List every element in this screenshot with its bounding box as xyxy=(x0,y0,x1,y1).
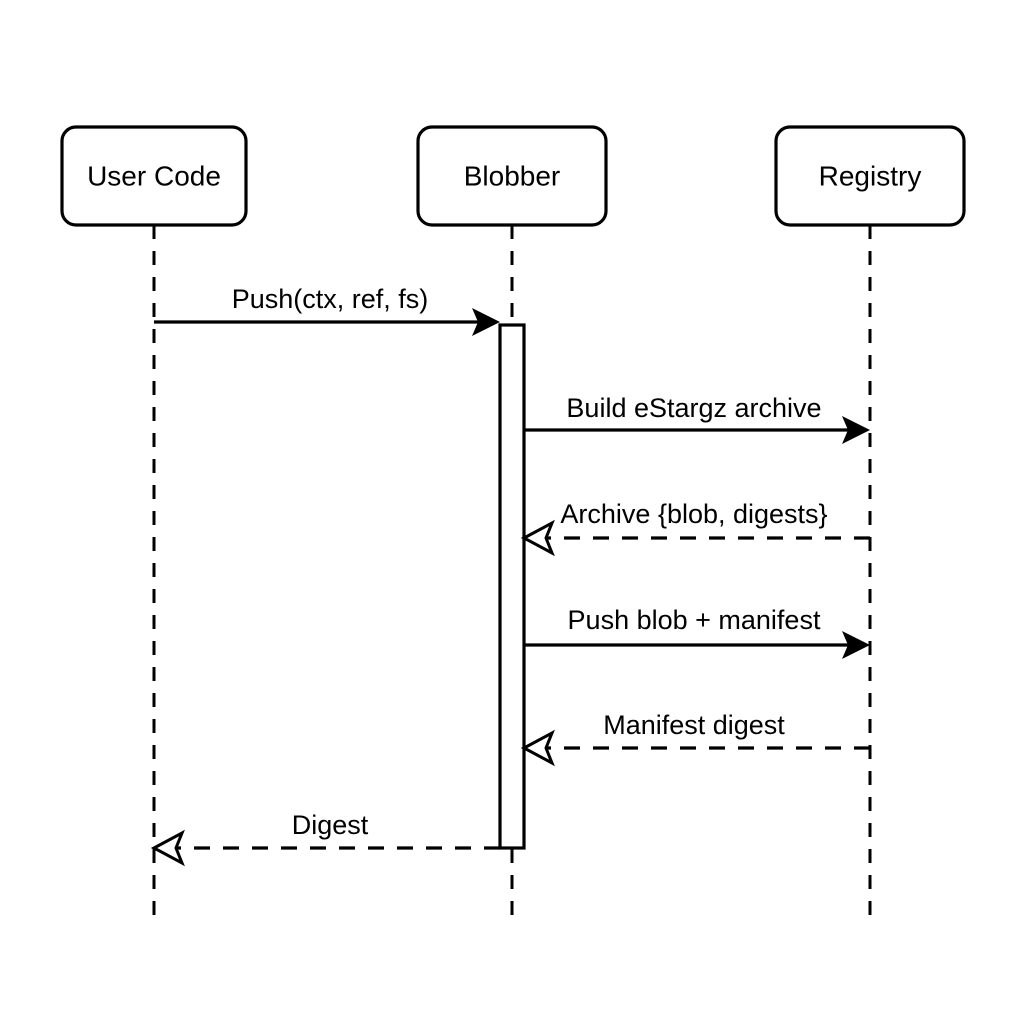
participant-user-code[interactable]: User Code xyxy=(60,125,248,227)
participant-label-registry: Registry xyxy=(819,160,922,191)
arrowhead-filled-right-1 xyxy=(472,308,500,336)
message-label-3: Archive {blob, digests} xyxy=(560,499,827,529)
participant-box-user-code[interactable] xyxy=(60,125,248,227)
participant-label-user-code: User Code xyxy=(87,160,221,191)
participant-registry[interactable]: Registry xyxy=(774,125,966,227)
message-label-1: Push(ctx, ref, fs) xyxy=(232,284,429,314)
arrowhead-open-left-5 xyxy=(520,729,555,767)
message-push-blob-manifest[interactable]: Push blob + manifest xyxy=(524,605,870,659)
message-archive-blob-digests[interactable]: Archive {blob, digests} xyxy=(520,499,870,557)
activation-bar-blobber xyxy=(498,323,526,850)
message-push-ctx-ref-fs[interactable]: Push(ctx, ref, fs) xyxy=(154,284,500,336)
message-label-6: Digest xyxy=(292,810,369,840)
message-manifest-digest[interactable]: Manifest digest xyxy=(520,710,870,767)
message-label-2: Build eStargz archive xyxy=(566,393,821,423)
participant-box-blobber[interactable] xyxy=(416,125,608,227)
arrowhead-filled-right-4 xyxy=(842,631,870,659)
message-build-estargz-archive[interactable]: Build eStargz archive xyxy=(524,393,870,444)
arrowhead-open-left-3 xyxy=(520,519,555,557)
participant-label-blobber: Blobber xyxy=(464,160,561,191)
arrowhead-open-left-6 xyxy=(150,829,185,867)
participant-blobber[interactable]: Blobber xyxy=(416,125,608,227)
message-label-4: Push blob + manifest xyxy=(568,605,821,635)
participant-box-registry[interactable] xyxy=(774,125,966,227)
arrowhead-filled-right-2 xyxy=(842,416,870,444)
message-label-5: Manifest digest xyxy=(603,710,785,740)
message-digest[interactable]: Digest xyxy=(150,810,500,867)
